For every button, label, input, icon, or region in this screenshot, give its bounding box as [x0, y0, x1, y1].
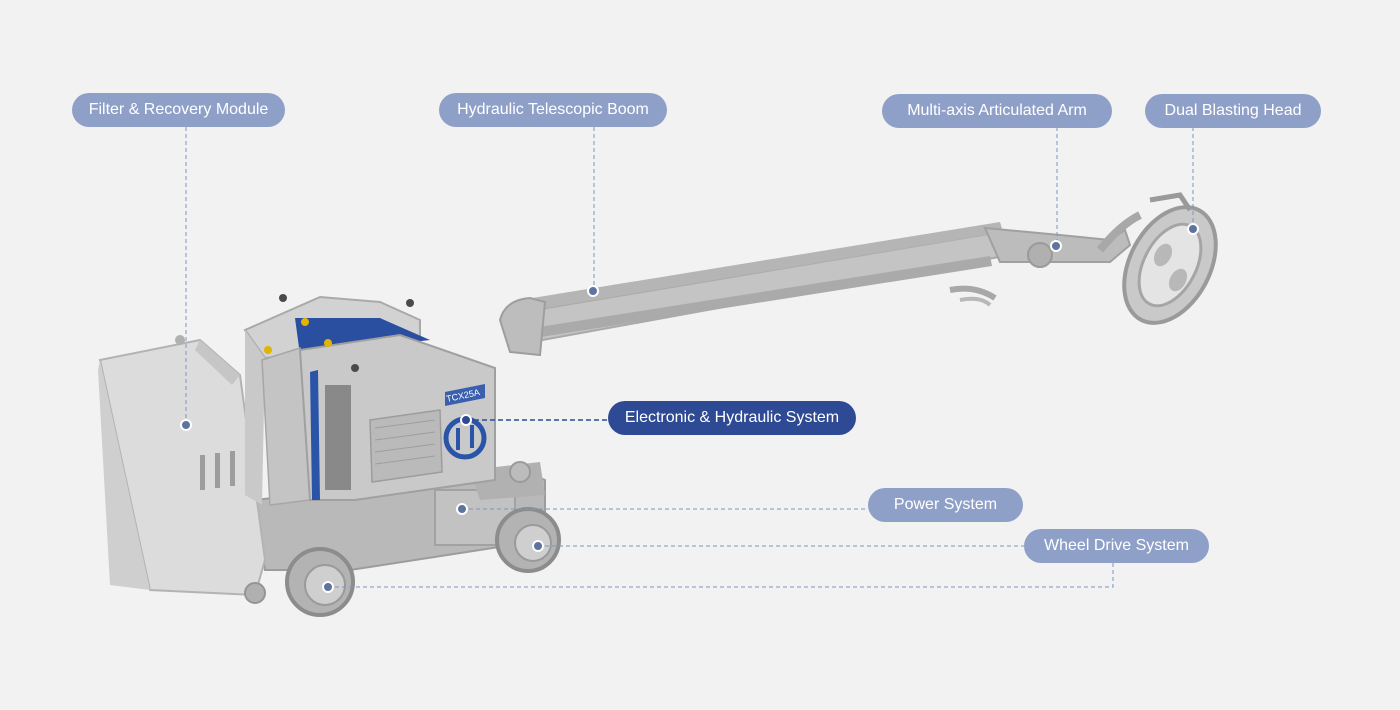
hotspot-filter-recovery[interactable] [180, 419, 192, 431]
hotspot-blasting-head[interactable] [1187, 223, 1199, 235]
cabinet-graphic [243, 294, 496, 506]
hotspot-telescopic-boom[interactable] [587, 285, 599, 297]
telescopic-boom-graphic [498, 222, 1012, 357]
hotspot-wheel-drive-front[interactable] [532, 540, 544, 552]
hotspot-wheel-drive-rear[interactable] [322, 581, 334, 593]
callout-telescopic-boom[interactable]: Hydraulic Telescopic Boom [439, 93, 667, 127]
hotspot-articulated-arm[interactable] [1050, 240, 1062, 252]
callout-power-system[interactable]: Power System [868, 488, 1023, 522]
articulated-arm-graphic [983, 211, 1142, 268]
blasting-head-graphic [1122, 192, 1218, 325]
filter-recovery-graphic [98, 335, 267, 597]
callout-wheel-drive[interactable]: Wheel Drive System [1024, 529, 1209, 563]
callout-blasting-head[interactable]: Dual Blasting Head [1145, 94, 1321, 128]
callout-filter-recovery[interactable]: Filter & Recovery Module [72, 93, 285, 127]
callout-electronic-hydraulic[interactable]: Electronic & Hydraulic System [608, 401, 856, 435]
hotspot-power-system[interactable] [456, 503, 468, 515]
callout-articulated-arm[interactable]: Multi-axis Articulated Arm [882, 94, 1112, 128]
hotspot-electronic-hydraulic[interactable] [460, 414, 472, 426]
